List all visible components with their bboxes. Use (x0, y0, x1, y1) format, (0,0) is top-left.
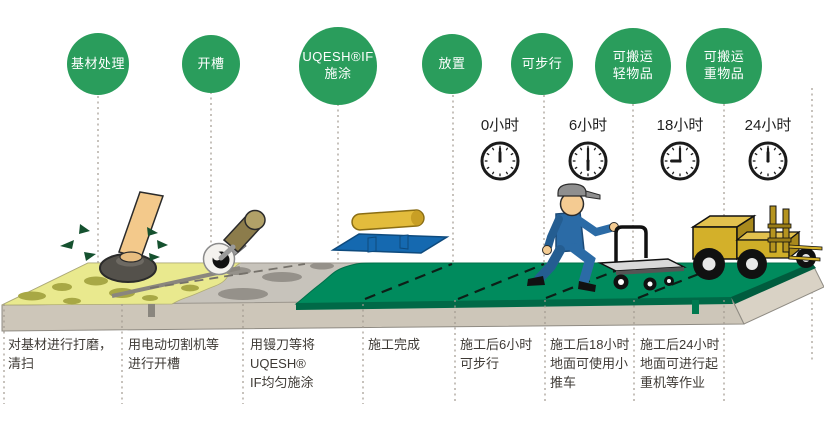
groove-dashed-line (149, 263, 306, 289)
worker-icon (527, 183, 619, 292)
clock-icon (480, 141, 520, 181)
cutter-icon (202, 209, 266, 276)
clock-label-18h: 18小时 (656, 117, 704, 134)
clock-icon (568, 141, 608, 181)
clock-label-0h: 0小时 (480, 117, 520, 134)
step-badge-placement: 放置 (422, 34, 482, 94)
separator-lines (3, 300, 725, 404)
step-badge-application: UQESH®IF 施涂 (299, 27, 377, 105)
clock-row (480, 141, 788, 181)
step-badge-substrate: 基材处理 (67, 33, 129, 95)
step-badge-grooving: 开槽 (182, 35, 240, 93)
clock-label-24h: 24小时 (744, 117, 792, 134)
trowel-icon (330, 209, 450, 254)
step-description-1: 对基材进行打磨， 清扫 (8, 337, 113, 371)
grinder-icon (60, 191, 168, 283)
step-description-6: 施工后18小时 地面可使用小 推车 (550, 337, 630, 390)
hand-truck-icon (597, 225, 687, 291)
step-badge-light-items: 可搬运 轻物品 (595, 28, 671, 104)
groove-edge-notch (148, 304, 155, 317)
step-description-7: 施工后24小时 地面可进行起 重机等作业 (640, 337, 720, 390)
clock-icon (748, 141, 788, 181)
clock-icon (660, 141, 700, 181)
step-description-5: 施工后6小时 可步行 (460, 337, 533, 371)
floor-illustration (1, 262, 824, 332)
step-description-4: 施工完成 (368, 337, 421, 352)
untreated-area (1, 262, 242, 306)
step-badge-heavy-items: 可搬运 重物品 (686, 28, 762, 104)
forklift-icon (690, 205, 823, 280)
coated-area (294, 262, 813, 305)
spark-icons (60, 224, 168, 261)
clock-label-6h: 6小时 (568, 117, 608, 134)
step-badge-walkable: 可步行 (511, 33, 573, 95)
coated-side-bevel (731, 263, 816, 304)
step-description-2: 用电动切割机等 进行开槽 (128, 337, 220, 371)
coated-front-bevel (296, 297, 733, 310)
coated-edge-notch (692, 300, 699, 314)
step-description-3: 用镘刀等将UQESH® IF均匀施涂 (250, 337, 316, 390)
